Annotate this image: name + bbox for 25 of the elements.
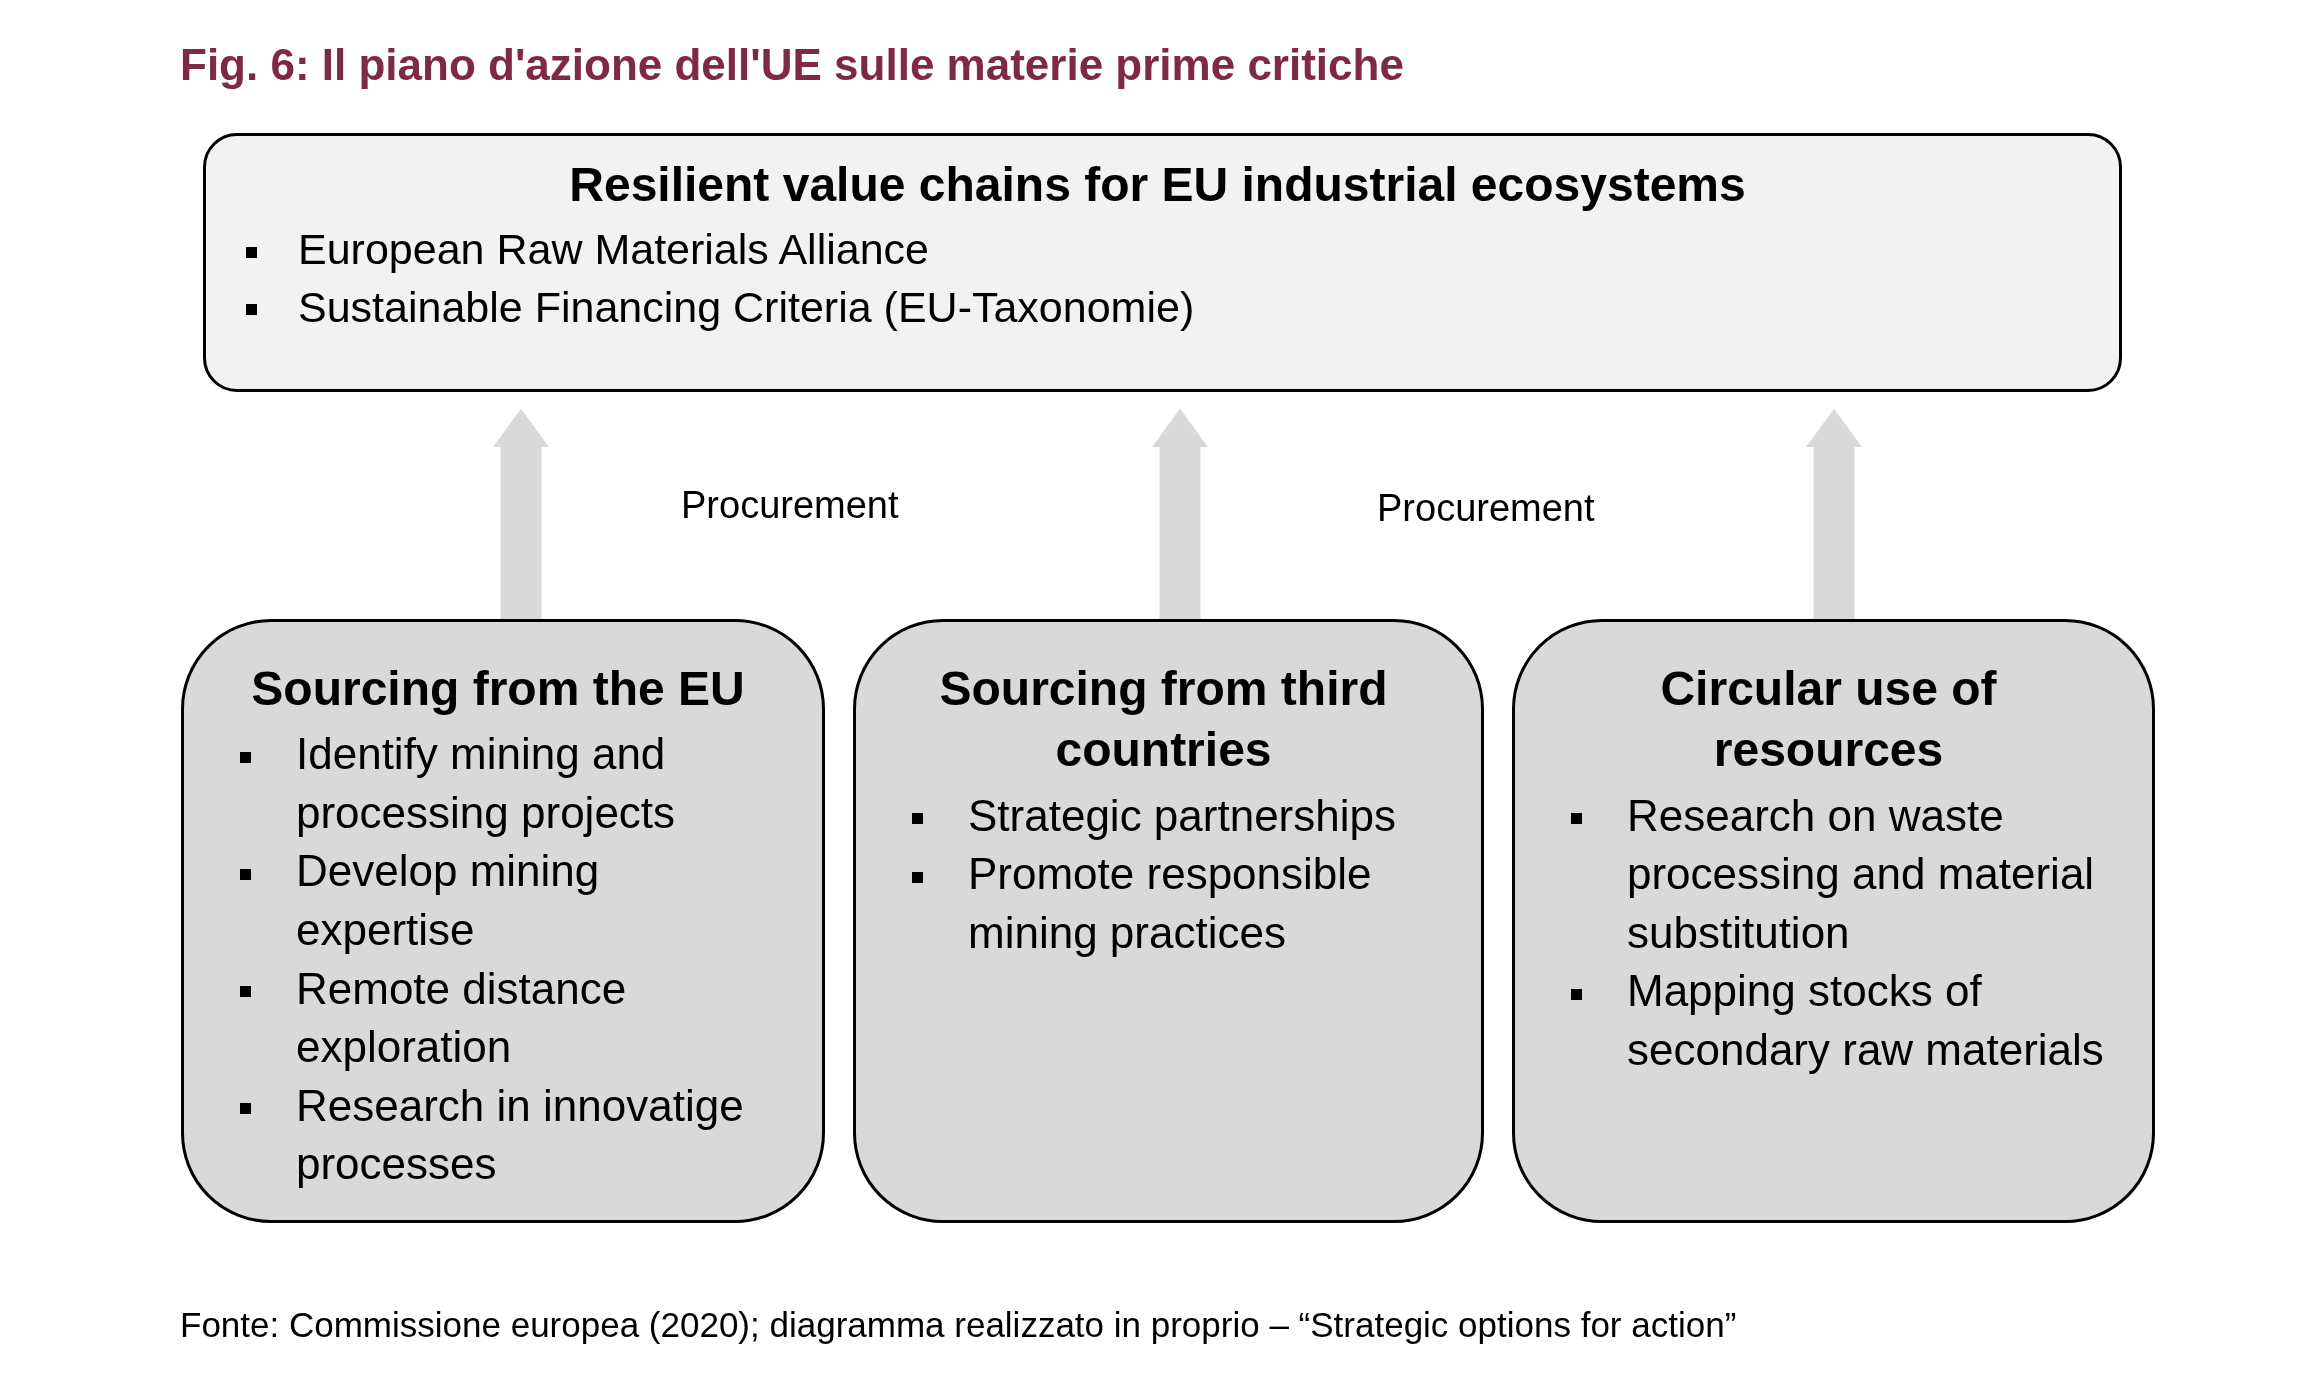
box-heading: Circular use of resources <box>1659 661 1998 779</box>
block-arrow <box>493 408 549 619</box>
goal-box <box>203 133 2122 392</box>
pillar-box <box>853 619 1484 1223</box>
bullet-item: Develop mining expertise <box>232 842 782 960</box>
bullet-item: Identify mining and processing projects <box>232 725 782 843</box>
bullet-item: Promote responsible mining practices <box>904 845 1441 963</box>
bullet-item: European Raw Materials Alliance <box>236 221 2079 279</box>
block-arrow <box>1806 408 1862 619</box>
box-heading: Sourcing from third countries <box>938 661 1389 779</box>
bullet-item: Mapping stocks of secondary raw materials <box>1563 962 2112 1080</box>
box-heading: Sourcing from the EU <box>250 661 746 717</box>
figure-title: Fig. 6: Il piano d'azione dell'UE sulle materie prime critiche <box>180 40 1404 90</box>
bullet-item: Research on waste processing and material substitution <box>1563 786 2112 963</box>
pillar-box <box>181 619 825 1223</box>
block-arrow <box>1152 408 1208 619</box>
bullet-item: Research in innovatige processes <box>232 1076 782 1194</box>
source-caption: Fonte: Commissione europea (2020); diagramma realizzato in proprio – “Strategic options for action” <box>180 1305 1737 1345</box>
bullet-item: Remote distance exploration <box>232 959 782 1077</box>
bullet-item: Strategic partnerships <box>904 786 1441 846</box>
flow-label: Procurement <box>1377 487 1595 530</box>
flow-label: Procurement <box>681 484 899 527</box>
box-heading: Resilient value chains for EU industrial ecosystems <box>568 157 1747 213</box>
pillar-box <box>1512 619 2155 1223</box>
bullet-item: Sustainable Financing Criteria (EU-Taxonomie) <box>236 278 2079 336</box>
